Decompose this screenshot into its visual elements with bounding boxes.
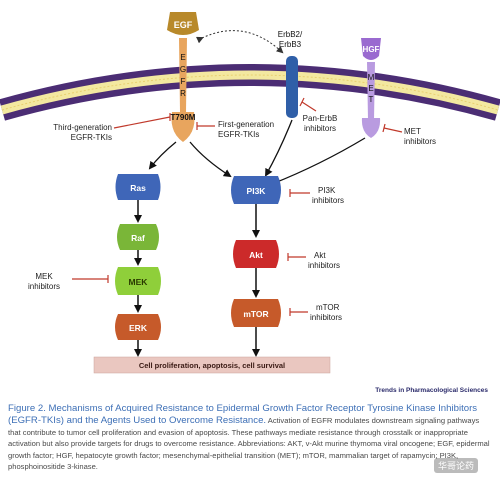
svg-text:EGFR-TKIs: EGFR-TKIs (218, 130, 259, 139)
mek-node: MEK (115, 267, 161, 295)
svg-text:inhibitors: inhibitors (310, 313, 342, 322)
ras-node: Ras (115, 174, 161, 200)
akt-inhibitor-label: Akt inhibitors (287, 251, 340, 270)
journal-name: Trends in Pharmacological Sciences (375, 387, 488, 394)
svg-text:R: R (180, 89, 186, 98)
svg-text:inhibitors: inhibitors (308, 261, 340, 270)
met-inhibitor-label: MET inhibitors (382, 123, 436, 146)
svg-text:PI3K: PI3K (247, 186, 267, 196)
svg-text:F: F (181, 77, 186, 86)
svg-text:Akt: Akt (314, 251, 326, 260)
svg-text:Ras: Ras (130, 183, 146, 193)
receptor-arrows (148, 119, 366, 186)
crosstalk-arc (195, 30, 284, 54)
egfr-receptor: E G F R T790M (171, 38, 196, 142)
watermark: 华哥论药 (433, 458, 478, 473)
pi3k-inhibitor-label: PI3K inhibitors (289, 186, 344, 205)
pan-erbb-inhibitor-label: Pan-ErbB inhibitors (299, 97, 338, 133)
cell-membrane (0, 64, 500, 121)
svg-text:ErbB2/: ErbB2/ (278, 30, 303, 39)
met-receptor: M E T (361, 62, 381, 138)
svg-text:inhibitors: inhibitors (312, 196, 344, 205)
svg-text:T: T (369, 95, 374, 104)
svg-text:Akt: Akt (249, 250, 263, 260)
svg-text:Cell proliferation, apoptosis,: Cell proliferation, apoptosis, cell surv… (139, 361, 285, 370)
svg-text:inhibitors: inhibitors (28, 282, 60, 291)
raf-node: Raf (117, 224, 159, 250)
erbb2-erbb3-receptor: ErbB2/ ErbB3 (278, 30, 303, 118)
erk-node: ERK (115, 314, 161, 340)
svg-text:G: G (180, 65, 186, 74)
t790m-label: T790M (171, 113, 196, 122)
svg-text:EGF: EGF (174, 20, 193, 30)
third-gen-tki-label: Third-generation EGFR-TKIs (53, 113, 171, 142)
svg-text:MEK: MEK (35, 272, 53, 281)
svg-text:mTOR: mTOR (243, 309, 268, 319)
svg-text:ErbB3: ErbB3 (279, 40, 302, 49)
svg-text:E: E (180, 53, 185, 62)
pi3k-node: PI3K (231, 176, 281, 204)
svg-text:inhibitors: inhibitors (404, 137, 436, 146)
mek-inhibitor-label: MEK inhibitors (28, 272, 109, 291)
svg-text:M: M (368, 73, 375, 82)
outcome-box: Cell proliferation, apoptosis, cell surv… (93, 356, 331, 374)
hgf-ligand: HGF (361, 38, 381, 60)
mtor-node: mTOR (231, 299, 281, 327)
svg-text:Third-generation: Third-generation (53, 123, 112, 132)
egf-ligand: EGF (167, 12, 199, 35)
mtor-inhibitor-label: mTOR inhibitors (289, 303, 342, 322)
svg-text:HGF: HGF (363, 45, 380, 54)
svg-text:inhibitors: inhibitors (304, 124, 336, 133)
first-gen-tki-label: First-generation EGFR-TKIs (196, 120, 274, 139)
svg-text:Pan-ErbB: Pan-ErbB (303, 114, 338, 123)
svg-text:MEK: MEK (129, 277, 149, 287)
svg-text:MET: MET (404, 127, 421, 136)
caption-body: Activation of EGFR modulates downstream … (8, 416, 490, 472)
caption-title: Figure 2. Mechanisms of Acquired Resista… (8, 403, 478, 426)
svg-text:mTOR: mTOR (316, 303, 340, 312)
svg-text:ERK: ERK (129, 323, 148, 333)
svg-text:EGFR-TKIs: EGFR-TKIs (71, 133, 112, 142)
svg-text:PI3K: PI3K (318, 186, 336, 195)
figure-caption: Figure 2. Mechanisms of Acquired Resista… (8, 403, 492, 473)
svg-text:First-generation: First-generation (218, 120, 274, 129)
akt-node: Akt (233, 240, 279, 268)
svg-text:E: E (368, 84, 373, 93)
svg-text:Raf: Raf (131, 233, 145, 243)
